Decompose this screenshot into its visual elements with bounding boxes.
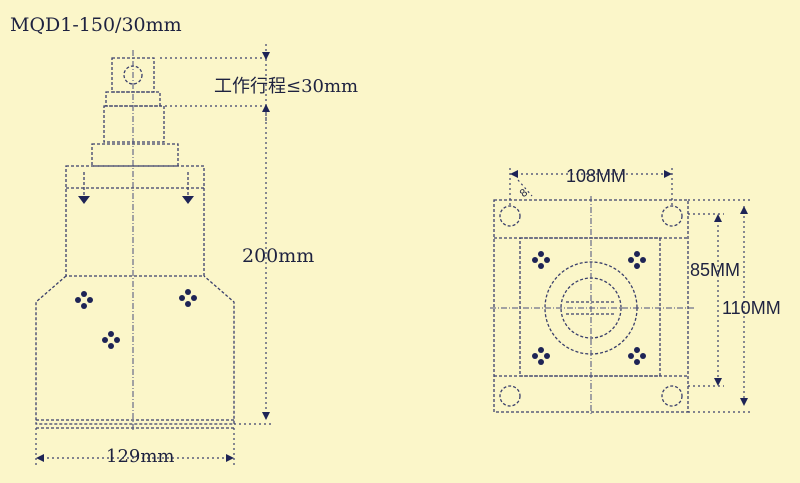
top-width-dimension <box>509 168 673 206</box>
outer-height-label: 110MM <box>722 298 781 318</box>
mounting-hole-3 <box>102 331 120 349</box>
width-dimension <box>35 428 235 466</box>
main-block <box>65 165 205 277</box>
width-label: 129mm <box>106 446 175 467</box>
upper-body <box>103 105 165 143</box>
fixing-hole-bl <box>532 347 550 365</box>
mounting-hole-2 <box>179 289 197 307</box>
corner-hole-br <box>661 385 683 407</box>
height-dimension <box>234 112 272 425</box>
fixing-hole-tr <box>628 251 646 269</box>
corner-hole-tl <box>499 205 521 227</box>
fixing-hole-br <box>628 347 646 365</box>
stroke-label: 工作行程≤30mm <box>214 76 358 97</box>
shoulder <box>91 143 179 167</box>
plan-view <box>490 196 694 416</box>
flange-bolt-left <box>78 172 90 204</box>
inner-height-label: 85MM <box>690 260 740 280</box>
stroke-dimension <box>160 44 270 122</box>
corner-hole-tr <box>661 205 683 227</box>
fixing-hole-tl <box>532 251 550 269</box>
flange-bolt-right <box>182 172 194 204</box>
corner-hole-bl <box>499 385 521 407</box>
outer-height-dimension <box>688 199 750 413</box>
inner-height-dimension <box>688 213 724 387</box>
base-housing <box>35 275 235 425</box>
drawing-title: MQD1-150/30mm <box>10 14 182 36</box>
left-elevation-view <box>35 50 235 432</box>
inner-square <box>519 237 661 377</box>
top-width-label: 108MM <box>566 166 626 186</box>
height-label: 200mm <box>242 245 314 267</box>
hole-mark: 8 <box>518 187 530 200</box>
mounting-hole-1 <box>75 291 93 309</box>
